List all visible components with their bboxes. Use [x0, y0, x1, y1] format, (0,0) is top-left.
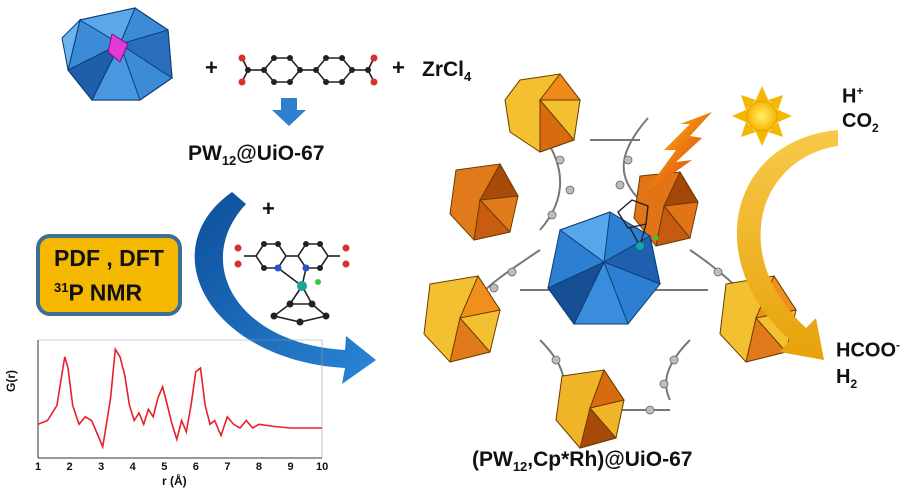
plus-sign-3: + — [262, 196, 275, 221]
blue-curved-arrow — [194, 192, 376, 384]
pdf-xtick-label: 9 — [287, 461, 294, 473]
cp-rh-complex-molecule — [244, 243, 340, 323]
pdf-xtick-label: 5 — [161, 461, 168, 473]
pdf-ylabel: G(r) — [4, 370, 18, 392]
pdf-xtick-label: 7 — [224, 461, 231, 473]
pdf-chart — [37, 339, 323, 459]
pdf-xtick-label: 10 — [316, 461, 329, 473]
lightning-bolt-icon — [644, 112, 712, 194]
product-label: (PW12,Cp*Rh)@UiO-67 — [472, 448, 693, 475]
pdf-xtick-label: 4 — [129, 461, 136, 473]
plus-sign-1: + — [205, 55, 218, 80]
pdf-xtick-label: 6 — [192, 461, 199, 473]
down-arrow-icon — [272, 98, 306, 126]
methods-line-1: PDF , DFT — [54, 244, 164, 271]
uio-67-framework — [423, 73, 797, 449]
formate-label: HCOO- — [836, 338, 900, 362]
pdf-xtick-label: 3 — [98, 461, 105, 473]
h-plus-label: H+ — [842, 84, 864, 108]
h2-label: H2 — [836, 366, 858, 391]
keggin-pom-cluster — [61, 7, 173, 101]
pdf-series-line — [37, 346, 322, 450]
plus-sign-2: + — [392, 55, 405, 80]
pdf-xtick-label: 2 — [66, 461, 73, 473]
pw12-uio67-label: PW12@UiO-67 — [188, 142, 325, 169]
pdf-xtick-label: 8 — [255, 461, 262, 473]
pdf-xtick-label: 1 — [35, 461, 42, 473]
zrcl4-label: ZrCl4 — [422, 58, 472, 85]
methods-box: PDF , DFT 31P NMR — [36, 234, 182, 316]
sun-icon — [732, 86, 792, 146]
co2-label: CO2 — [842, 110, 879, 135]
methods-line-2: 31P NMR — [54, 279, 143, 306]
pdf-xlabel: r (Å) — [162, 474, 187, 488]
gold-curved-arrow — [736, 130, 838, 360]
